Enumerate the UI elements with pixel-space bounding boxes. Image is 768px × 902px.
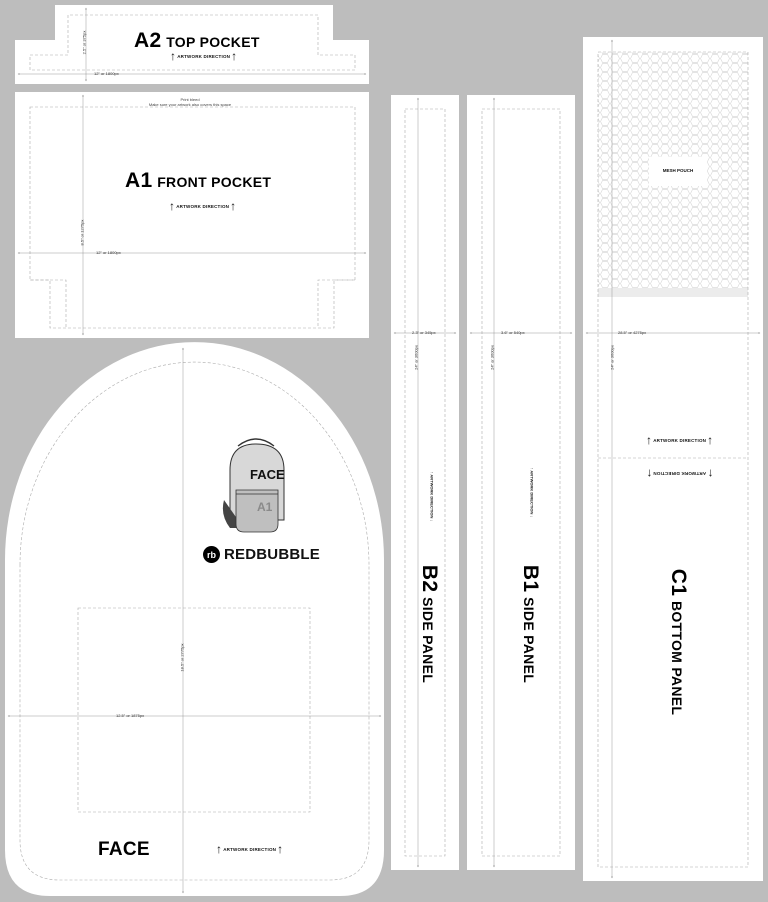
a1-code: A1 bbox=[125, 169, 153, 192]
arrow-up-icon: ↑ bbox=[169, 199, 176, 213]
c1-artwork-direction: ↑ ARTWORK DIRECTION ↑ bbox=[646, 433, 714, 447]
b2-name: SIDE PANEL bbox=[420, 597, 436, 684]
c1-height-dim: 24" or 3600px bbox=[609, 345, 615, 370]
arrow-icon: ↓ bbox=[529, 514, 535, 518]
a1-bleed-note: Print bleed Make sure your artwork also … bbox=[148, 97, 232, 107]
a1-width-dim: 12" or 1800px bbox=[96, 250, 121, 255]
panel-c1 bbox=[583, 37, 763, 881]
b1-width-dim: 3.6" or 540px bbox=[501, 330, 525, 335]
b2-width-dim: 2.3" or 345px bbox=[412, 330, 436, 335]
redbubble-wordmark: REDBUBBLE bbox=[224, 546, 320, 563]
b2-height-dim: 24" or 3600px bbox=[413, 345, 419, 370]
c1-code: C1 bbox=[667, 568, 690, 597]
panel-a1 bbox=[15, 92, 369, 338]
c1-name: BOTTOM PANEL bbox=[669, 600, 685, 716]
arrow-up-icon: ↑ bbox=[646, 467, 653, 481]
b1-title: B1 SIDE PANEL bbox=[518, 549, 542, 699]
thumb-pocket-label: A1 bbox=[257, 500, 273, 514]
a2-title: A2 TOP POCKET bbox=[134, 29, 260, 53]
arrow-up-icon: ↑ bbox=[216, 842, 223, 856]
arrow-icon: ↓ bbox=[429, 518, 435, 522]
face-width-dim: 12.5" or 1875px bbox=[116, 713, 145, 718]
arrow-up-icon: ↑ bbox=[707, 467, 714, 481]
a2-width-dim: 12" or 1800px bbox=[94, 71, 119, 76]
b2-artwork-direction: ↑ ARTWORK DIRECTION ↓ bbox=[429, 471, 435, 522]
backpack-illustration bbox=[222, 438, 285, 533]
thumb-face-label: FACE bbox=[250, 467, 285, 482]
c1-artwork-direction-flipped: ↑ ARTWORK DIRECTION ↑ bbox=[646, 467, 714, 481]
a1-title: A1 FRONT POCKET bbox=[125, 169, 271, 193]
panel-face bbox=[5, 342, 385, 897]
arrow-up-icon: ↑ bbox=[170, 49, 177, 63]
mesh-pouch-label: MESH POUCH bbox=[662, 168, 694, 173]
redbubble-mark-icon: rb bbox=[203, 546, 220, 563]
panel-a2 bbox=[15, 5, 369, 84]
arrow-up-icon: ↑ bbox=[707, 433, 714, 447]
face-height-dim: 18.5" or 2775px bbox=[179, 643, 185, 672]
arrow-up-icon: ↑ bbox=[277, 842, 284, 856]
a2-artwork-direction: ↑ ARTWORK DIRECTION ↑ bbox=[170, 49, 238, 63]
b1-code: B1 bbox=[519, 564, 542, 593]
a1-name: FRONT POCKET bbox=[157, 174, 272, 190]
panel-b1 bbox=[467, 95, 575, 870]
b1-height-dim: 24" or 3600px bbox=[489, 345, 495, 370]
a2-height-dim: 2.5" or 375px bbox=[81, 30, 87, 55]
a1-height-dim: 8.5" or 1275px bbox=[79, 219, 85, 246]
face-title: FACE bbox=[98, 839, 150, 860]
b2-title: B2 SIDE PANEL bbox=[417, 549, 441, 699]
a2-code: A2 bbox=[134, 29, 162, 52]
b2-code: B2 bbox=[418, 564, 441, 593]
arrow-up-icon: ↑ bbox=[646, 433, 653, 447]
c1-title: C1 BOTTOM PANEL bbox=[666, 552, 690, 732]
arrow-up-icon: ↑ bbox=[231, 49, 238, 63]
b1-artwork-direction: ↑ ARTWORK DIRECTION ↓ bbox=[529, 467, 535, 518]
b1-name: SIDE PANEL bbox=[521, 597, 537, 684]
face-artwork-direction: ↑ ARTWORK DIRECTION ↑ bbox=[216, 842, 284, 856]
arrow-up-icon: ↑ bbox=[230, 199, 237, 213]
c1-width-dim: 28.5" or 4275px bbox=[618, 330, 647, 335]
a2-name: TOP POCKET bbox=[166, 34, 260, 50]
panel-b2 bbox=[391, 95, 459, 870]
a1-artwork-direction: ↑ ARTWORK DIRECTION ↑ bbox=[169, 199, 237, 213]
redbubble-logo: rb REDBUBBLE bbox=[203, 546, 320, 563]
